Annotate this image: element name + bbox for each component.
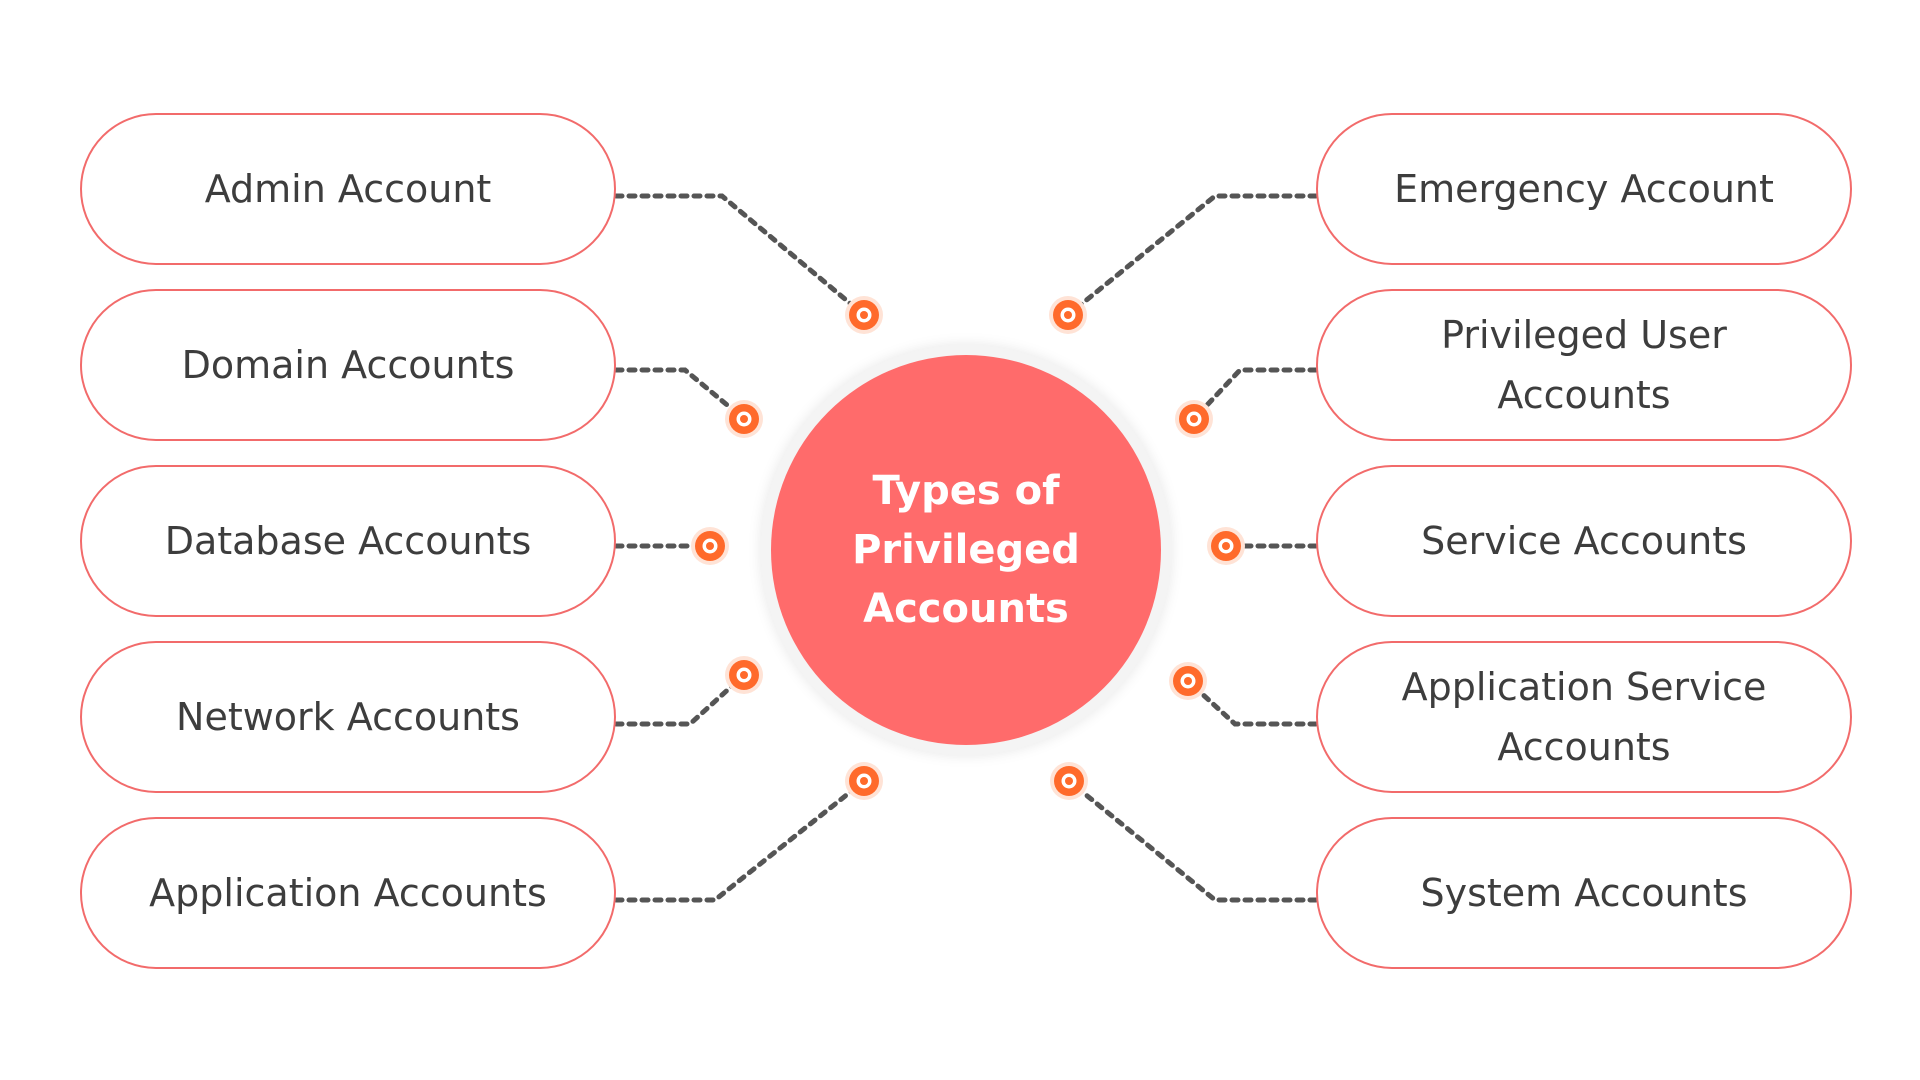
connector-emergency-account [1065, 193, 1319, 318]
node-marker-icon [1175, 400, 1213, 438]
node-marker-icon [1050, 762, 1088, 800]
connector-system-accounts [1066, 778, 1319, 903]
pill-label: Emergency Account [1394, 167, 1774, 211]
pill-label: Network Accounts [176, 695, 520, 739]
node-marker-icon [725, 400, 763, 438]
node-marker-icon [845, 296, 883, 334]
pill-label: System Accounts [1420, 871, 1748, 915]
node-marker-icon [691, 527, 729, 565]
node-marker-icon [1169, 662, 1207, 700]
pill-database-accounts: Database Accounts [80, 465, 616, 617]
pill-label: Admin Account [204, 167, 492, 211]
pill-application-accounts: Application Accounts [80, 817, 616, 969]
connector-admin-account [613, 193, 867, 318]
pill-system-accounts: System Accounts [1316, 817, 1852, 969]
node-marker-icon [1207, 527, 1245, 565]
pill-label: Database Accounts [164, 519, 532, 563]
pill-admin-account: Admin Account [80, 113, 616, 265]
pill-emergency-account: Emergency Account [1316, 113, 1852, 265]
pill-privileged-user-accounts: Privileged User Accounts [1316, 289, 1852, 441]
connector-application-accounts [613, 778, 867, 903]
pill-application-service-accounts: Application Service Accounts [1316, 641, 1852, 793]
connector-network-accounts [613, 672, 747, 727]
node-marker-icon [845, 762, 883, 800]
pill-domain-accounts: Domain Accounts [80, 289, 616, 441]
pill-network-accounts: Network Accounts [80, 641, 616, 793]
connector-privileged-user-accounts [1191, 367, 1319, 422]
pill-label: Domain Accounts [181, 343, 515, 387]
connector-application-service-accounts [1185, 678, 1319, 727]
pill-service-accounts: Service Accounts [1316, 465, 1852, 617]
pill-label: Privileged User Accounts [1441, 313, 1727, 417]
node-marker-icon [725, 656, 763, 694]
pill-label: Service Accounts [1421, 519, 1747, 563]
center-title: Types of Privileged Accounts [852, 467, 1080, 632]
connector-domain-accounts [613, 367, 747, 422]
center-hub: Types of Privileged Accounts [771, 355, 1161, 745]
pill-label: Application Service Accounts [1401, 665, 1767, 769]
pill-label: Application Accounts [149, 871, 547, 915]
node-marker-icon [1049, 296, 1087, 334]
